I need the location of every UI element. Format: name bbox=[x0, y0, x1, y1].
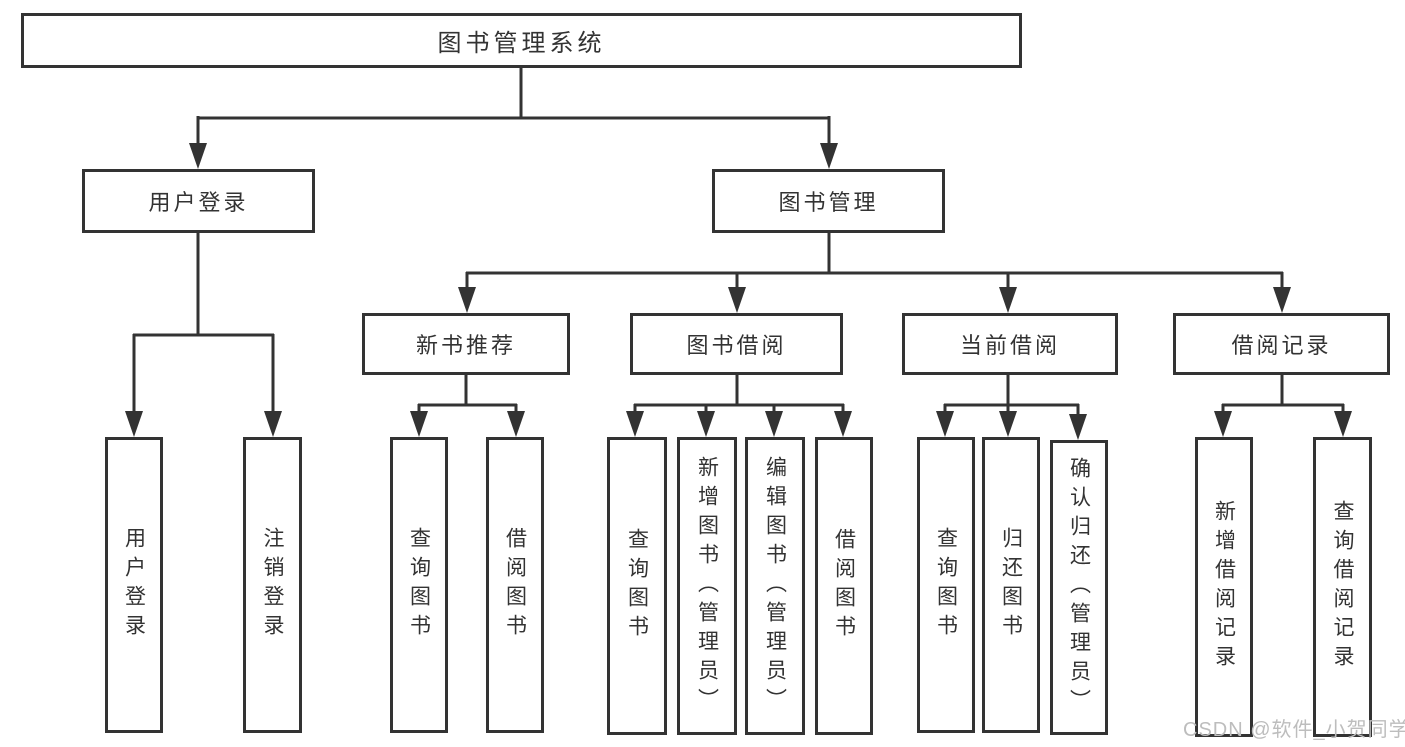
leaf-current-confirm-return-admin: 确认归还（管理员） bbox=[1050, 440, 1108, 735]
leaf-records-add-record: 新增借阅记录 bbox=[1195, 437, 1253, 737]
leaf-borrow-query-books: 查询图书 bbox=[607, 437, 667, 735]
leaf-label: 查询图书 bbox=[407, 527, 431, 643]
leaf-label: 借阅图书 bbox=[503, 527, 527, 643]
node-new-book-recommend: 新书推荐 bbox=[362, 313, 570, 375]
leaf-newrec-query-books: 查询图书 bbox=[390, 437, 448, 733]
leaf-label: 查询图书 bbox=[625, 528, 649, 644]
leaf-label: 查询图书 bbox=[934, 527, 958, 643]
node-library-management-system: 图书管理系统 bbox=[21, 13, 1022, 68]
node-user-login: 用户登录 bbox=[82, 169, 315, 233]
node-label: 当前借阅 bbox=[959, 333, 1060, 358]
leaf-label: 新增借阅记录 bbox=[1212, 500, 1236, 674]
leaf-label: 新增图书（管理员） bbox=[695, 455, 719, 717]
node-current-borrowing: 当前借阅 bbox=[902, 313, 1118, 375]
node-label: 图书借阅 bbox=[686, 333, 787, 358]
node-label: 用户登录 bbox=[148, 190, 249, 215]
leaf-current-return-books: 归还图书 bbox=[982, 437, 1040, 733]
node-label: 图书管理 bbox=[778, 190, 879, 215]
leaf-label: 借阅图书 bbox=[832, 528, 856, 644]
leaf-newrec-borrow-books: 借阅图书 bbox=[486, 437, 544, 733]
node-borrowing-records: 借阅记录 bbox=[1173, 313, 1390, 375]
leaf-records-query-record: 查询借阅记录 bbox=[1313, 437, 1372, 737]
leaf-label: 编辑图书（管理员） bbox=[763, 455, 787, 717]
node-label: 借阅记录 bbox=[1231, 333, 1332, 358]
leaf-borrow-add-books-admin: 新增图书（管理员） bbox=[677, 437, 737, 735]
node-book-management: 图书管理 bbox=[712, 169, 945, 233]
leaf-current-query-books: 查询图书 bbox=[917, 437, 975, 733]
leaf-label: 用户登录 bbox=[122, 527, 146, 643]
watermark-text: CSDN @软件_小贺同学 bbox=[1183, 719, 1405, 741]
leaf-borrow-borrow-books: 借阅图书 bbox=[815, 437, 873, 735]
leaf-label: 确认归还（管理员） bbox=[1067, 457, 1091, 718]
leaf-label: 注销登录 bbox=[261, 527, 285, 643]
leaf-label: 归还图书 bbox=[999, 527, 1023, 643]
node-label: 图书管理系统 bbox=[437, 30, 606, 57]
leaf-logout: 注销登录 bbox=[243, 437, 302, 733]
leaf-borrow-edit-books-admin: 编辑图书（管理员） bbox=[745, 437, 805, 735]
leaf-label: 查询借阅记录 bbox=[1331, 500, 1355, 674]
node-label: 新书推荐 bbox=[415, 333, 516, 358]
node-book-borrowing: 图书借阅 bbox=[630, 313, 843, 375]
leaf-user-login: 用户登录 bbox=[105, 437, 163, 733]
